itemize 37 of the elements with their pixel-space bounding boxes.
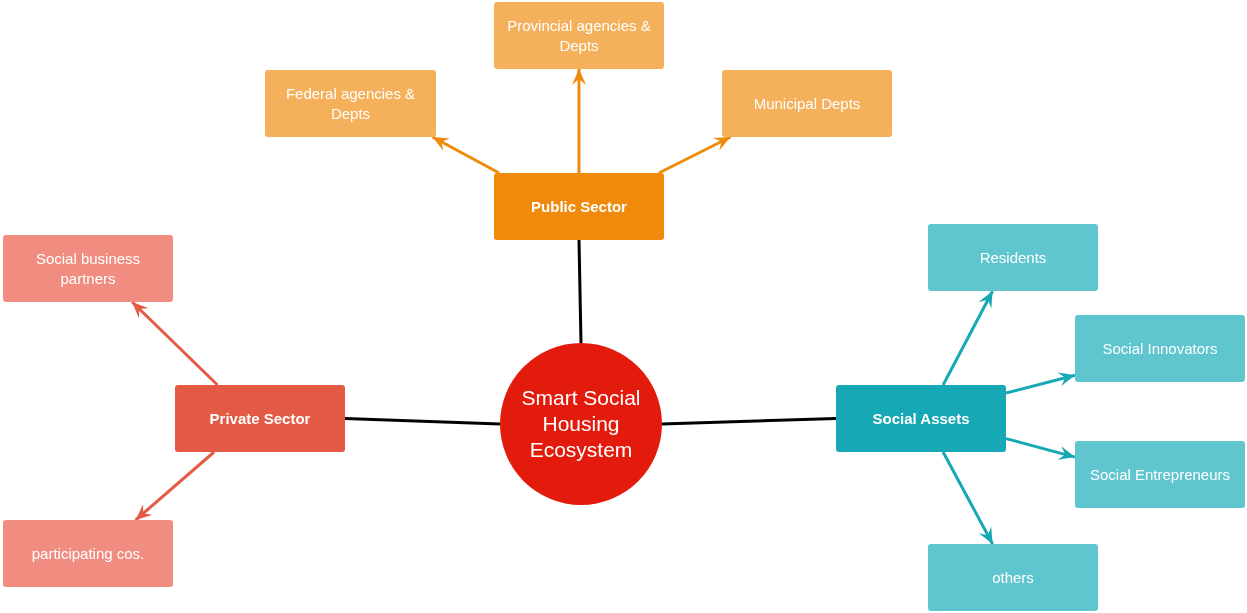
arrow xyxy=(431,135,500,175)
box-label: others xyxy=(992,567,1034,588)
box-label: Social Assets xyxy=(872,408,970,429)
connector-line xyxy=(344,417,501,426)
category-box xyxy=(3,235,173,302)
arrow xyxy=(941,290,994,386)
box-label: Federal agencies & Depts xyxy=(284,83,417,124)
connector-line xyxy=(577,239,583,344)
hub-title: Smart Social Housing Ecosystem xyxy=(520,385,642,463)
box-label: Private Sector xyxy=(209,408,311,429)
box-label: participating cos. xyxy=(31,543,145,564)
category-box xyxy=(494,2,664,69)
arrow xyxy=(941,451,994,545)
sector-box xyxy=(494,173,664,240)
category-box xyxy=(1075,315,1245,382)
box-label: Provincial agencies & Depts xyxy=(506,15,652,56)
sector-box xyxy=(836,385,1006,452)
box-label: Public Sector xyxy=(531,196,627,217)
arrow xyxy=(1005,437,1076,460)
arrow xyxy=(658,135,732,175)
arrow xyxy=(134,450,216,522)
arrow xyxy=(131,300,219,387)
box-label: Social Entrepreneurs xyxy=(1089,464,1231,485)
sector-box xyxy=(175,385,345,452)
box-label: Municipal Depts xyxy=(753,93,861,114)
box-label: Residents xyxy=(979,247,1047,268)
category-box xyxy=(265,70,436,137)
category-box xyxy=(928,224,1098,291)
category-box xyxy=(3,520,173,587)
arrow xyxy=(572,69,586,173)
category-box xyxy=(1075,441,1245,508)
arrow xyxy=(1005,372,1076,395)
box-label: Social business partners xyxy=(34,248,142,289)
box-label: Social Innovators xyxy=(1102,338,1218,359)
category-box xyxy=(722,70,892,137)
category-box xyxy=(928,544,1098,611)
connector-line xyxy=(661,417,837,426)
